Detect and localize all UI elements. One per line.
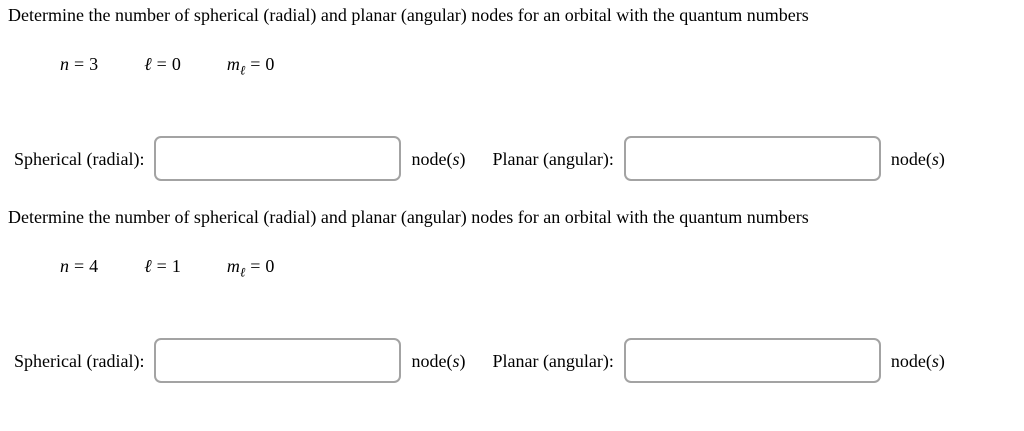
quantum-number-n: n=4 bbox=[60, 256, 99, 276]
spherical-input[interactable] bbox=[154, 136, 402, 181]
planar-input[interactable] bbox=[623, 136, 881, 181]
spherical-input[interactable] bbox=[154, 338, 402, 383]
unit-label: node(s) bbox=[890, 350, 945, 371]
planar-label: Planar (angular): bbox=[492, 350, 614, 371]
spherical-label: Spherical (radial): bbox=[14, 350, 145, 371]
quantum-numbers: n=3 ℓ=0 mℓ=0 bbox=[60, 53, 1024, 78]
unit-label: node(s) bbox=[890, 148, 945, 169]
quantum-number-l: ℓ=1 bbox=[144, 256, 181, 276]
planar-label: Planar (angular): bbox=[492, 148, 614, 169]
quantum-number-ml: mℓ=0 bbox=[226, 256, 275, 280]
spherical-label: Spherical (radial): bbox=[14, 148, 145, 169]
question-block-2: Determine the number of spherical (radia… bbox=[0, 206, 1024, 383]
unit-label: node(s) bbox=[411, 148, 466, 169]
quantum-number-n: n=3 bbox=[60, 54, 99, 74]
homework-page: Determine the number of spherical (radia… bbox=[0, 0, 1024, 383]
planar-input[interactable] bbox=[623, 338, 881, 383]
quantum-number-ml: mℓ=0 bbox=[226, 54, 275, 78]
quantum-number-l: ℓ=0 bbox=[144, 54, 181, 74]
answer-row: Spherical (radial): node(s) Planar (angu… bbox=[0, 136, 1024, 181]
question-block-1: Determine the number of spherical (radia… bbox=[0, 0, 1024, 181]
answer-row: Spherical (radial): node(s) Planar (angu… bbox=[0, 338, 1024, 383]
quantum-numbers: n=4 ℓ=1 mℓ=0 bbox=[60, 255, 1024, 280]
unit-label: node(s) bbox=[411, 350, 466, 371]
question-prompt: Determine the number of spherical (radia… bbox=[8, 5, 809, 25]
question-prompt: Determine the number of spherical (radia… bbox=[8, 207, 809, 227]
